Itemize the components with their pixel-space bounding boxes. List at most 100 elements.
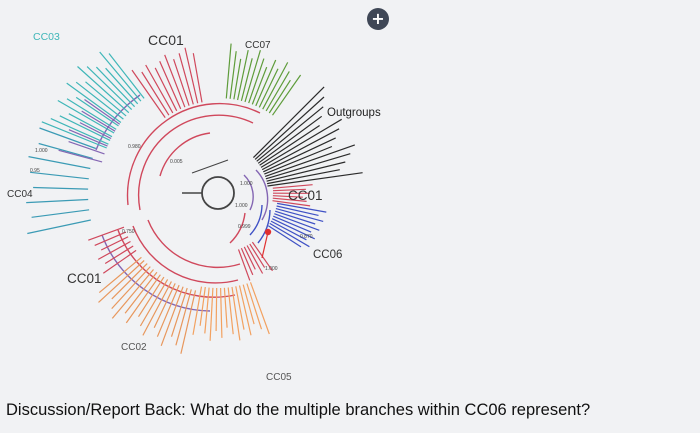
cc06-arcs (249, 204, 271, 244)
cc05-branch (204, 287, 210, 334)
purple-branch (79, 122, 112, 140)
svg-text:0.980: 0.980 (128, 144, 141, 150)
cc04-branch (28, 156, 91, 170)
cc02-branch (142, 281, 172, 336)
discussion-question: Discussion/Report Back: What do the mult… (6, 401, 591, 419)
cc07-branch (262, 62, 289, 110)
cc02-branch (175, 289, 192, 346)
outgroup-branch (263, 137, 336, 173)
cc02-branch (160, 286, 184, 347)
cc01-top-branch (173, 59, 190, 106)
cc03-branch (105, 67, 139, 105)
cc03-branch (75, 81, 124, 120)
cc05-branch (249, 282, 270, 335)
cc02-branch (137, 276, 165, 318)
cc05-branch (238, 285, 252, 336)
purple-branch (68, 141, 105, 155)
cc01-left-branch (100, 236, 129, 251)
svg-text:0.95: 0.95 (30, 168, 40, 174)
cc01-left-branch (104, 245, 134, 265)
svg-text:1.000: 1.000 (35, 148, 48, 154)
cc02-branch (111, 266, 151, 310)
purple-branch (84, 99, 121, 125)
outgroup-branch (254, 96, 325, 160)
cc02-branch (170, 287, 188, 337)
cc05-branch (209, 287, 214, 341)
cc01-top-branch (164, 54, 186, 108)
cc02-branch (153, 283, 176, 328)
cc04-branch (38, 142, 93, 159)
outgroup-branch (261, 128, 340, 171)
svg-text:0.870: 0.870 (300, 234, 313, 240)
cc02-branch (139, 279, 169, 327)
cc01-center-branch (272, 195, 303, 198)
cc01-top-branch (184, 47, 199, 104)
outgroup-branch (265, 153, 351, 180)
cc03-branch (41, 121, 107, 149)
plus-circle-icon[interactable]: + (367, 8, 389, 30)
cc01-backbone-arcs (117, 102, 261, 298)
cc07-branch (255, 59, 277, 107)
cc03-branch (50, 118, 109, 145)
cc01-left-branch (88, 226, 125, 241)
cc07-branch (251, 66, 268, 105)
cc07-branch (272, 74, 302, 116)
clade-label-cc07: CC07 (245, 40, 271, 51)
cc06-branch (271, 218, 315, 240)
cc03-branch (66, 82, 122, 123)
svg-text:0.999: 0.999 (238, 224, 251, 230)
clade-label-outgroups: Outgroups (327, 107, 381, 119)
cc04-branch (33, 186, 89, 190)
cc01-top-branch (192, 53, 203, 103)
cc07-branch (229, 51, 237, 99)
cc06-branch (275, 210, 316, 225)
cc06-branch (276, 205, 319, 216)
cc07-branch (237, 49, 249, 101)
cc02-branch (180, 290, 197, 354)
cc06-branch (270, 220, 307, 241)
cc05-branch (199, 287, 206, 326)
cc01-left-branch (94, 231, 127, 246)
cc07-branch (240, 58, 253, 102)
cc06-branch (269, 222, 310, 248)
cc01-top-branch (145, 64, 174, 114)
cc03-branch (75, 96, 119, 127)
clade-label-cc04: CC04 (7, 189, 33, 200)
outgroup-branch (259, 125, 320, 166)
cc02-branch (111, 269, 154, 319)
outgroup-branch (257, 115, 323, 164)
cc07-branch (268, 79, 291, 114)
cc05-branch (223, 287, 228, 328)
clade-label-cc01-top: CC01 (148, 32, 184, 48)
purple-branch (68, 129, 108, 147)
cc04-branch (27, 219, 91, 235)
cc01-lower-branch (240, 247, 254, 276)
purple-branch (81, 110, 116, 132)
cc04-branch (39, 127, 97, 150)
outgroup-branch (266, 161, 346, 182)
cc01-top-branch (178, 53, 194, 105)
cc05-branch (215, 287, 218, 332)
svg-text:0.750: 0.750 (122, 229, 135, 235)
cc06-branch (275, 208, 324, 222)
cc02-branch (98, 256, 142, 294)
svg-text:1.000: 1.000 (240, 181, 253, 187)
svg-text:1.000: 1.000 (265, 266, 278, 272)
outgroup-branch (266, 169, 340, 185)
cc01-center-branch (272, 197, 307, 202)
cc06-branch (273, 215, 312, 233)
cc07-branch (244, 50, 261, 103)
scale-bar (191, 159, 229, 174)
cc01-lower-branch (237, 249, 251, 281)
cc04-branch (26, 198, 89, 204)
cc01-top-branch (154, 67, 178, 112)
clade-label-cc01-left: CC01 (67, 271, 102, 286)
cc03-branch (108, 53, 145, 99)
cc02-branch (125, 274, 161, 324)
cc03-branch (57, 99, 115, 134)
phylogenetic-tree: 0.005 1.000 1.000 0.999 0.980 0.750 1.00… (7, 31, 381, 383)
outgroup-branch (265, 144, 355, 177)
cc05-branch (231, 286, 241, 341)
cc02-branch (98, 260, 145, 303)
cc04-branch (30, 171, 89, 180)
